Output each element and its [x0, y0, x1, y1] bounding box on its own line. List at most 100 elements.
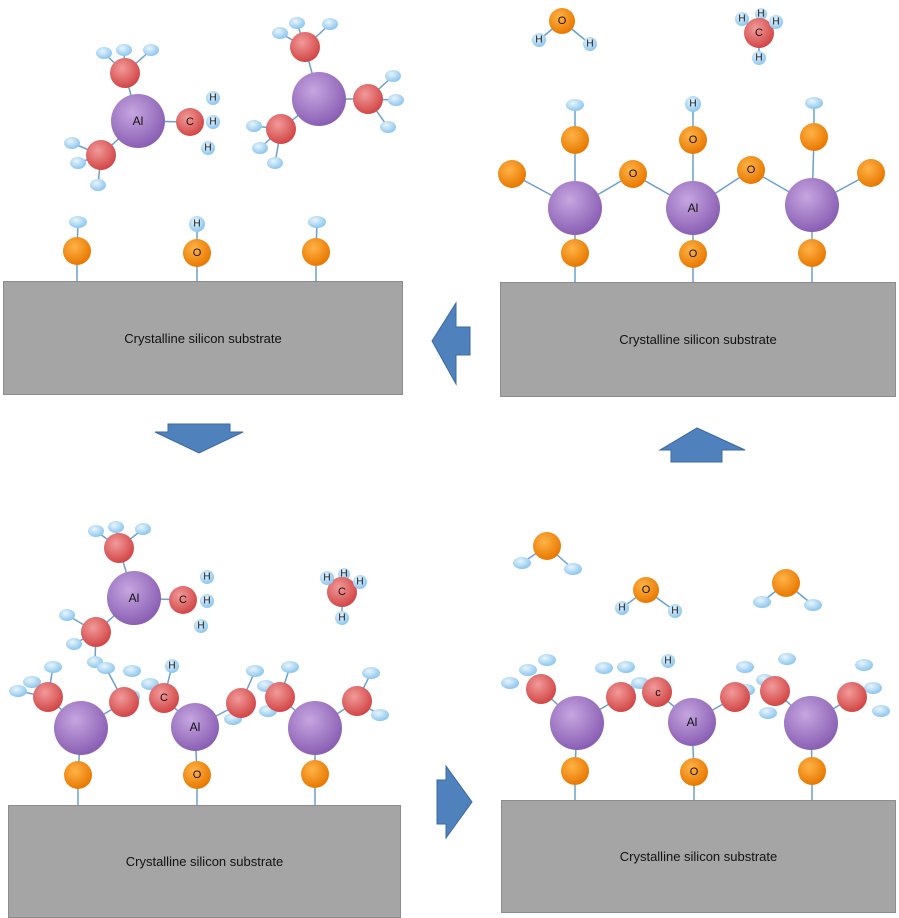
carbon-atom — [720, 682, 750, 712]
hydrogen-atom — [246, 120, 262, 132]
hydrogen-atom — [272, 27, 288, 39]
oxygen-atom — [772, 569, 800, 597]
hydrogen-atom — [9, 685, 27, 697]
hydrogen-label: H — [209, 117, 216, 128]
hydrogen-label: H — [338, 613, 345, 624]
aluminum-atom — [666, 181, 720, 235]
arrow-right-icon — [436, 764, 473, 840]
oxygen-atom — [561, 757, 589, 785]
hydrogen-label: H — [671, 606, 678, 617]
hydrogen-atom — [308, 216, 326, 228]
substrate-top-right: Crystalline silicon substrate — [500, 282, 896, 397]
tma-molecule: Al C H H H — [64, 44, 220, 191]
substrate-label: Crystalline silicon substrate — [619, 332, 777, 347]
hydrogen-atom — [97, 662, 115, 674]
oxygen-atom — [798, 757, 826, 785]
oxygen-label: O — [558, 15, 567, 27]
oxygen-atom — [64, 761, 92, 789]
oxygen-atom — [679, 126, 707, 154]
hydrogen-label: H — [738, 14, 745, 25]
oxygen-atom — [63, 237, 91, 265]
oxygen-label: O — [747, 164, 756, 176]
carbon-atom — [149, 683, 179, 713]
hydrogen-label: H — [755, 53, 762, 64]
hydrogen-atom — [116, 44, 132, 56]
aluminum-atom — [54, 701, 108, 755]
hydrogen-label: H — [323, 573, 330, 584]
substrate-label: Crystalline silicon substrate — [124, 330, 282, 346]
hydrogen-label: H — [340, 569, 347, 580]
substrate-bottom-left: Crystalline silicon substrate — [8, 805, 401, 918]
hydrogen-label: H — [203, 596, 210, 607]
hydrogen-atom — [143, 44, 159, 56]
hydrogen-atom — [685, 96, 701, 112]
carbon-atom — [760, 676, 790, 706]
hydrogen-atom — [252, 142, 268, 154]
hydrogen-atom — [736, 661, 754, 673]
hydrogen-atom — [864, 682, 882, 694]
carbon-atom — [33, 682, 63, 712]
oxygen-atom — [561, 239, 589, 267]
aluminum-atom — [668, 698, 716, 746]
oxygen-atom — [498, 160, 526, 188]
hydrogen-atom — [70, 157, 86, 169]
hydrogen-atom — [206, 91, 220, 105]
hydrogen-label: H — [168, 661, 175, 672]
hydrogen-atom — [289, 17, 305, 29]
carbon-atom — [837, 682, 867, 712]
oxygen-label: O — [193, 769, 202, 781]
arrow-up-icon — [658, 427, 746, 463]
hydrogen-atom — [200, 570, 214, 584]
hydrogen-atom — [753, 596, 771, 608]
aluminum-label: Al — [129, 591, 140, 605]
carbon-atom — [86, 140, 116, 170]
hydrogen-atom — [108, 521, 124, 533]
hydrogen-atom — [281, 661, 299, 673]
substrate-label: Crystalline silicon substrate — [125, 854, 284, 869]
arrow-left-icon — [431, 301, 471, 386]
oxygen-atom — [549, 8, 575, 34]
substrate-bottom-right: Crystalline silicon substrate — [501, 800, 896, 913]
oxygen-atom — [183, 239, 211, 267]
oxygen-label: O — [629, 168, 638, 180]
carbon-atom — [526, 674, 556, 704]
hydrogen-atom — [59, 609, 75, 621]
hydrogen-atom — [267, 157, 283, 169]
hydrogen-atom — [805, 97, 823, 109]
oxygen-atom — [619, 160, 647, 188]
hydrogen-label: H — [209, 93, 216, 104]
carbon-label: C — [179, 594, 187, 606]
aluminum-atom — [784, 696, 838, 750]
aluminum-atom — [550, 696, 604, 750]
oxygen-atom — [533, 532, 561, 560]
hydrogen-label: H — [197, 621, 204, 632]
hydrogen-label: H — [586, 39, 593, 50]
hydrogen-atom — [90, 179, 106, 191]
hydrogen-label: H — [193, 219, 200, 230]
hydrogen-atom — [755, 8, 767, 20]
hydrogen-atom — [189, 216, 205, 232]
carbon-atom — [266, 114, 296, 144]
aluminum-atom — [111, 94, 165, 148]
panel-top-right: O H H H C H H H H O O O Al — [498, 8, 885, 268]
hydrogen-atom — [206, 115, 220, 129]
hydrogen-atom — [96, 47, 112, 59]
panel-bottom-right: O H H H H c — [501, 532, 890, 786]
oxygen-label: O — [642, 584, 651, 596]
carbon-atom — [81, 617, 111, 647]
hydrogen-atom — [23, 676, 41, 688]
carbon-label: C — [186, 116, 194, 128]
hydrogen-atom — [66, 638, 82, 650]
carbon-atom — [265, 682, 295, 712]
oxygen-atom — [679, 240, 707, 268]
hydrogen-atom — [322, 18, 338, 30]
hydrogen-atom — [320, 571, 334, 585]
oxygen-atom — [680, 758, 708, 786]
carbon-atom — [642, 677, 672, 707]
hydrogen-atom — [246, 665, 264, 677]
oxygen-atom — [561, 126, 589, 154]
hydrogen-atom — [595, 662, 613, 674]
oxygen-atom — [183, 761, 211, 789]
hydrogen-atom — [335, 611, 349, 625]
carbon-atom — [104, 533, 134, 563]
